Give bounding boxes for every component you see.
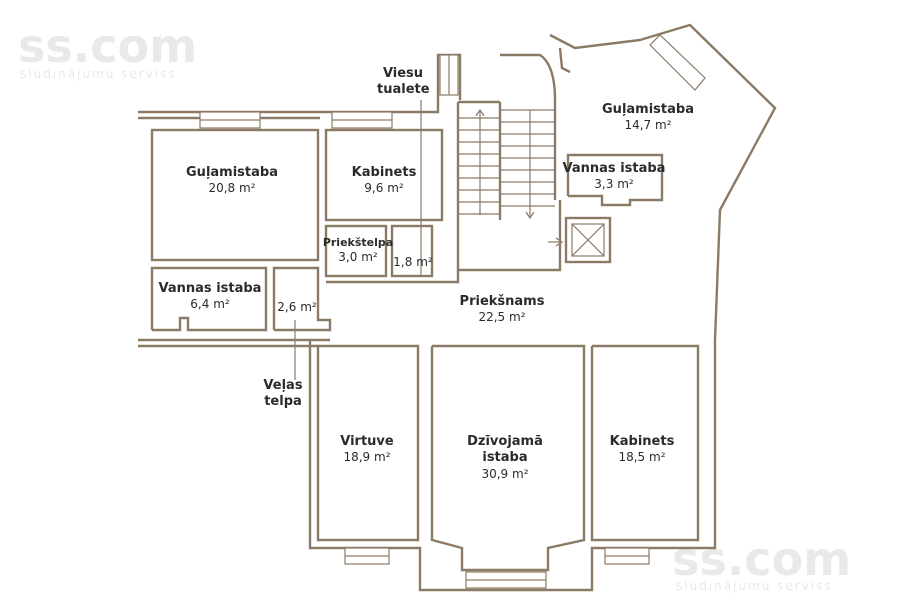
room-area: 22,5 m² — [478, 310, 526, 325]
room-name: Priekšnams — [459, 294, 545, 309]
room-area: 3,3 m² — [594, 177, 634, 192]
room-area: 18,9 m² — [343, 450, 391, 465]
staircase — [456, 53, 612, 272]
room-viesu-tualete: 1,8 m² — [393, 255, 432, 270]
room-area: 9,6 m² — [364, 181, 404, 196]
room-vannas-istaba-left: Vannas istaba 6,4 m² — [159, 281, 262, 312]
room-name: Guļamistaba — [186, 165, 278, 180]
callout-velas-telpa: Veļas telpa — [263, 378, 303, 410]
watermark-bottom-brand: ss.com — [672, 532, 851, 586]
room-name: Dzīvojamā istaba — [467, 434, 543, 466]
room-gulamistaba-left: Guļamistaba 20,8 m² — [186, 165, 278, 196]
windows — [199, 34, 706, 589]
room-area: 1,8 m² — [393, 255, 433, 269]
room-gulamistaba-right: Guļamistaba 14,7 m² — [602, 102, 694, 133]
room-area: 30,9 m² — [481, 466, 529, 481]
room-area: 18,5 m² — [618, 450, 666, 465]
room-name: Vannas istaba — [562, 161, 666, 176]
watermark-top-brand: ss.com — [18, 19, 197, 73]
room-area: 14,7 m² — [624, 118, 672, 133]
watermark-top-tagline: sludinājumu serviss — [20, 67, 177, 81]
room-area: 3,0 m² — [338, 249, 378, 264]
room-name: Vannas istaba — [158, 281, 262, 296]
room-virtuve: Virtuve 18,9 m² — [340, 434, 393, 465]
room-kabinets-top: Kabinets 9,6 m² — [352, 165, 417, 196]
interior-walls — [150, 128, 700, 572]
callout-viesu-tualete: Viesu tualete — [377, 66, 430, 98]
room-dzivojama-istaba: Dzīvojamā istaba 30,9 m² — [460, 434, 550, 482]
room-name: Guļamistaba — [602, 102, 694, 117]
room-name: Priekštelpa — [322, 236, 394, 249]
room-name: Kabinets — [609, 434, 675, 449]
room-kabinets-bottom: Kabinets 18,5 m² — [610, 434, 675, 465]
room-area: 2,6 m² — [277, 300, 317, 314]
room-area: 6,4 m² — [190, 297, 230, 312]
room-area: 20,8 m² — [208, 181, 256, 196]
room-velas-telpa: 2,6 m² — [277, 300, 316, 315]
room-priekstelpa: Priekštelpa 3,0 m² — [323, 236, 393, 265]
room-name: Kabinets — [351, 165, 417, 180]
room-prieksnams: Priekšnams 22,5 m² — [460, 294, 545, 325]
room-name: Virtuve — [340, 434, 394, 449]
watermark-bottom-tagline: sludinājumu serviss — [676, 579, 833, 593]
room-vannas-istaba-right: Vannas istaba 3,3 m² — [563, 161, 666, 192]
